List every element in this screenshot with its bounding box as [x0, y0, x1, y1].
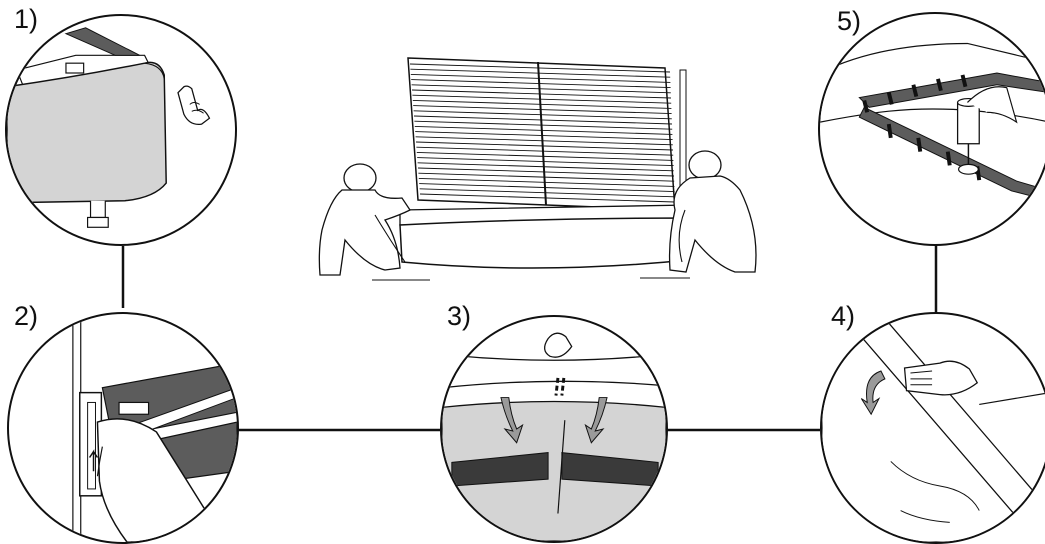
worker-left	[319, 164, 410, 275]
step-2-detail	[7, 312, 239, 544]
step-5-illustration	[820, 14, 1045, 244]
bed-base-fabric	[400, 218, 690, 268]
step-2-illustration	[9, 314, 237, 542]
step-3-illustration	[442, 317, 666, 541]
step-1-illustration	[7, 16, 235, 244]
step-4-detail	[820, 312, 1045, 544]
step-1-detail	[5, 14, 237, 246]
step-3-detail	[440, 315, 668, 543]
bed-assembly-illustration	[290, 50, 770, 290]
step-5-detail	[818, 12, 1045, 246]
step-4-illustration	[822, 314, 1045, 542]
